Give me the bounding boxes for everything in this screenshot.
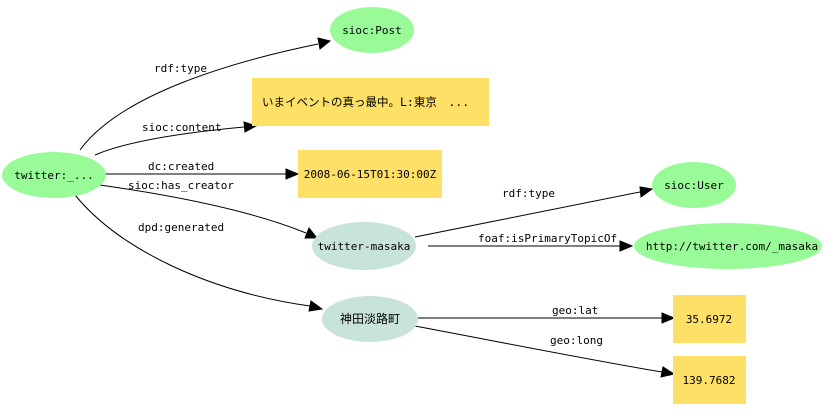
node-shape <box>673 356 746 404</box>
edge-arrowhead <box>639 186 654 198</box>
node-label: 2008-06-15T01:30:00Z <box>304 168 437 181</box>
node-shape <box>298 150 442 198</box>
edge-line <box>74 194 311 307</box>
edge-dc-created: dc:created <box>105 160 300 180</box>
edge-arrowhead <box>308 300 324 312</box>
edge-arrowhead <box>285 168 300 180</box>
edge-arrowhead <box>661 312 676 324</box>
node-long-literal[interactable]: 139.7682 <box>673 356 746 404</box>
edge-arrowhead <box>619 240 634 252</box>
node-lat-literal[interactable]: 35.6972 <box>673 295 746 343</box>
node-label: 35.6972 <box>686 313 732 326</box>
node-sioc-user[interactable]: sioc:User <box>652 162 736 208</box>
node-twitter-url[interactable]: http://twitter.com/_masaka <box>634 223 822 269</box>
edge-line <box>99 184 307 234</box>
node-shape <box>252 78 489 126</box>
edge-arrowhead <box>660 366 676 378</box>
edge-arrowhead <box>243 121 258 133</box>
edge-geo-long: geo:long <box>414 325 676 378</box>
node-twitter-status[interactable]: twitter:_... <box>2 152 106 198</box>
edge-label-rdf-type-post: rdf:type <box>154 62 207 75</box>
edge-label-geo-lat: geo:lat <box>552 304 598 317</box>
node-label: twitter:_... <box>14 169 93 182</box>
node-label: http://twitter.com/_masaka <box>646 240 818 253</box>
edge-line <box>414 191 641 238</box>
edge-label-sioc-content: sioc:content <box>142 121 221 134</box>
edge-label-geo-long: geo:long <box>550 334 603 347</box>
node-label: twitter-masaka <box>318 240 411 253</box>
edge-foaf-primary-topic: foaf:isPrimaryTopicOf <box>428 232 634 252</box>
node-shape <box>2 152 106 198</box>
node-content-literal[interactable]: いまイベントの真っ最中。L:東京 ... <box>252 78 489 126</box>
node-label: いまイベントの真っ最中。L:東京 ... <box>262 95 469 109</box>
node-shape <box>673 295 746 343</box>
node-created-literal[interactable]: 2008-06-15T01:30:00Z <box>298 150 442 198</box>
edge-line <box>94 126 245 156</box>
node-sioc-post[interactable]: sioc:Post <box>330 7 414 53</box>
edge-arrowhead <box>304 227 319 239</box>
edge-rdf-type-user: rdf:type <box>414 186 654 238</box>
node-shape <box>322 296 418 342</box>
edge-label-dpd-generated: dpd:generated <box>138 221 224 234</box>
node-label: 神田淡路町 <box>340 311 400 326</box>
edge-label-foaf-primary-topic: foaf:isPrimaryTopicOf <box>478 232 617 245</box>
edge-sioc-has-creator: sioc:has_creator <box>99 179 319 239</box>
edge-dpd-generated: dpd:generated <box>74 194 324 312</box>
edge-line <box>79 43 319 151</box>
node-shape <box>312 222 416 270</box>
node-label: sioc:User <box>664 179 724 192</box>
node-kanda-awajicho[interactable]: 神田淡路町 <box>322 296 418 342</box>
edge-geo-lat: geo:lat <box>418 304 676 324</box>
node-label: sioc:Post <box>342 24 402 37</box>
edge-arrowhead <box>317 37 332 50</box>
edge-label-rdf-type-user: rdf:type <box>502 187 555 200</box>
node-shape <box>652 162 736 208</box>
node-shape <box>634 223 822 269</box>
node-shape <box>330 7 414 53</box>
edge-rdf-type-post: rdf:type <box>79 37 332 151</box>
edge-label-dc-created: dc:created <box>148 160 214 173</box>
edge-label-sioc-has-creator: sioc:has_creator <box>128 179 234 192</box>
edge-line <box>414 325 663 373</box>
node-twitter-masaka[interactable]: twitter-masaka <box>312 222 416 270</box>
edge-sioc-content: sioc:content <box>94 121 258 156</box>
node-label: 139.7682 <box>683 374 736 387</box>
